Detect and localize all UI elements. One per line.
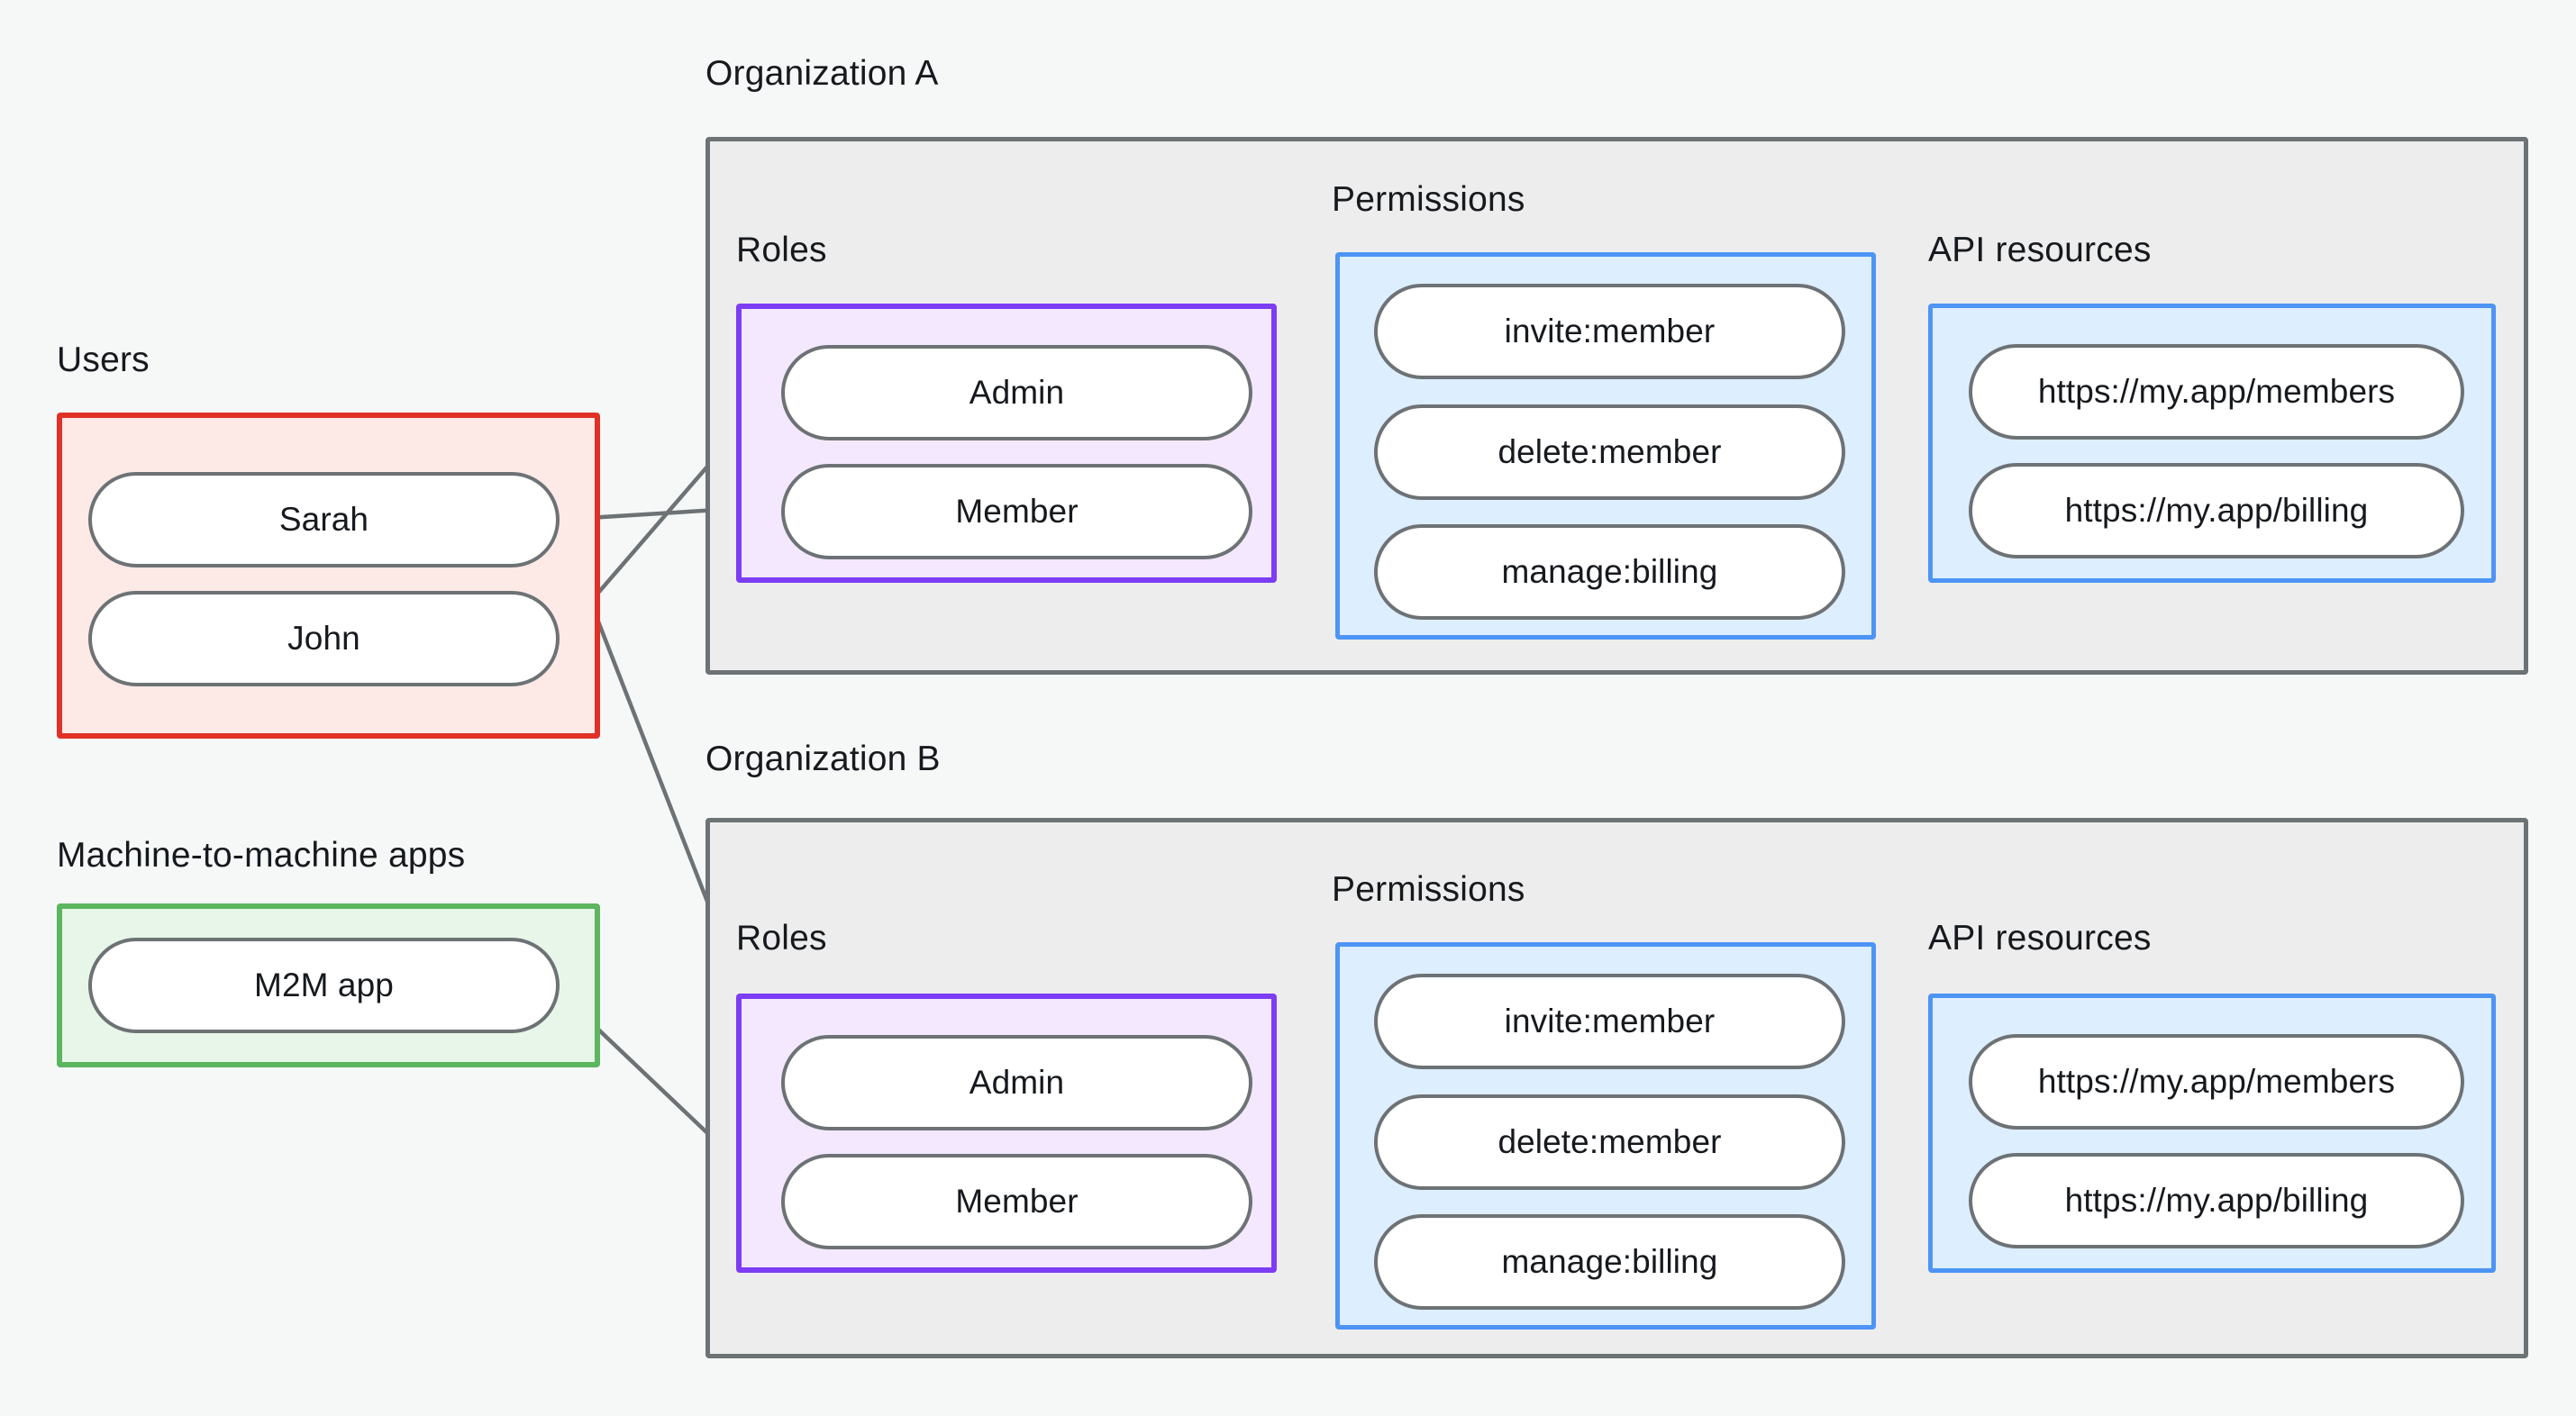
role-node-org-b-admin[interactable]: Admin — [781, 1035, 1252, 1130]
role-node-label: Admin — [969, 374, 1065, 411]
organization-a-label: Organization A — [705, 54, 939, 93]
permission-node-label: invite:member — [1504, 1003, 1716, 1039]
organization-a-api-resources-container: https://my.app/members https://my.app/bi… — [1928, 304, 2496, 583]
organization-b-roles-label: Roles — [736, 919, 827, 958]
api-resource-node-org-b-members[interactable]: https://my.app/members — [1969, 1034, 2464, 1130]
role-node-org-a-admin[interactable]: Admin — [781, 345, 1252, 440]
organization-b-api-resources-label: API resources — [1928, 919, 2152, 958]
organization-b-label: Organization B — [705, 740, 941, 778]
m2m-app-node-label: M2M app — [254, 967, 394, 1003]
role-node-label: Member — [955, 493, 1079, 530]
user-node-john[interactable]: John — [88, 591, 560, 686]
user-node-label: Sarah — [278, 501, 369, 538]
permission-node-org-a-invite-member[interactable]: invite:member — [1374, 284, 1845, 379]
organization-a-api-resources-label: API resources — [1928, 231, 2152, 269]
permission-node-org-a-delete-member[interactable]: delete:member — [1374, 404, 1845, 500]
organization-b-roles-container: Admin Member — [736, 994, 1277, 1273]
user-node-label: John — [287, 620, 360, 657]
api-resource-node-label: https://my.app/members — [2037, 373, 2396, 410]
api-resource-node-label: https://my.app/billing — [2064, 492, 2369, 529]
organization-b-permissions-container: invite:member delete:member manage:billi… — [1335, 942, 1876, 1330]
permission-node-org-b-invite-member[interactable]: invite:member — [1374, 974, 1845, 1069]
permission-node-org-b-delete-member[interactable]: delete:member — [1374, 1094, 1845, 1190]
machine-apps-group-label: Machine-to-machine apps — [57, 836, 466, 875]
role-node-label: Admin — [969, 1064, 1065, 1101]
machine-apps-container: M2M app — [57, 903, 600, 1067]
api-resource-node-label: https://my.app/members — [2037, 1063, 2396, 1100]
role-node-org-a-member[interactable]: Member — [781, 464, 1252, 559]
users-container: Sarah John — [57, 413, 600, 739]
m2m-app-node[interactable]: M2M app — [88, 938, 560, 1033]
permission-node-org-b-manage-billing[interactable]: manage:billing — [1374, 1214, 1845, 1310]
api-resource-node-org-a-members[interactable]: https://my.app/members — [1969, 344, 2464, 440]
permission-node-label: invite:member — [1504, 313, 1716, 349]
users-group-label: Users — [57, 340, 150, 379]
permission-node-label: manage:billing — [1501, 1243, 1718, 1280]
organization-b-permissions-label: Permissions — [1332, 870, 1525, 909]
organization-a-roles-label: Roles — [736, 231, 827, 269]
api-resource-node-org-a-billing[interactable]: https://my.app/billing — [1969, 463, 2464, 558]
permission-node-label: delete:member — [1497, 1123, 1722, 1160]
api-resource-node-org-b-billing[interactable]: https://my.app/billing — [1969, 1153, 2464, 1248]
role-node-label: Member — [955, 1183, 1079, 1220]
organization-a-permissions-container: invite:member delete:member manage:billi… — [1335, 252, 1876, 640]
organization-a-permissions-label: Permissions — [1332, 180, 1525, 219]
permission-node-org-a-manage-billing[interactable]: manage:billing — [1374, 524, 1845, 620]
permission-node-label: delete:member — [1497, 433, 1722, 470]
organization-b-api-resources-container: https://my.app/members https://my.app/bi… — [1928, 994, 2496, 1273]
role-node-org-b-member[interactable]: Member — [781, 1154, 1252, 1249]
user-node-sarah[interactable]: Sarah — [88, 472, 560, 567]
organization-a-roles-container: Admin Member — [736, 304, 1277, 583]
api-resource-node-label: https://my.app/billing — [2064, 1182, 2369, 1219]
permission-node-label: manage:billing — [1501, 553, 1718, 590]
